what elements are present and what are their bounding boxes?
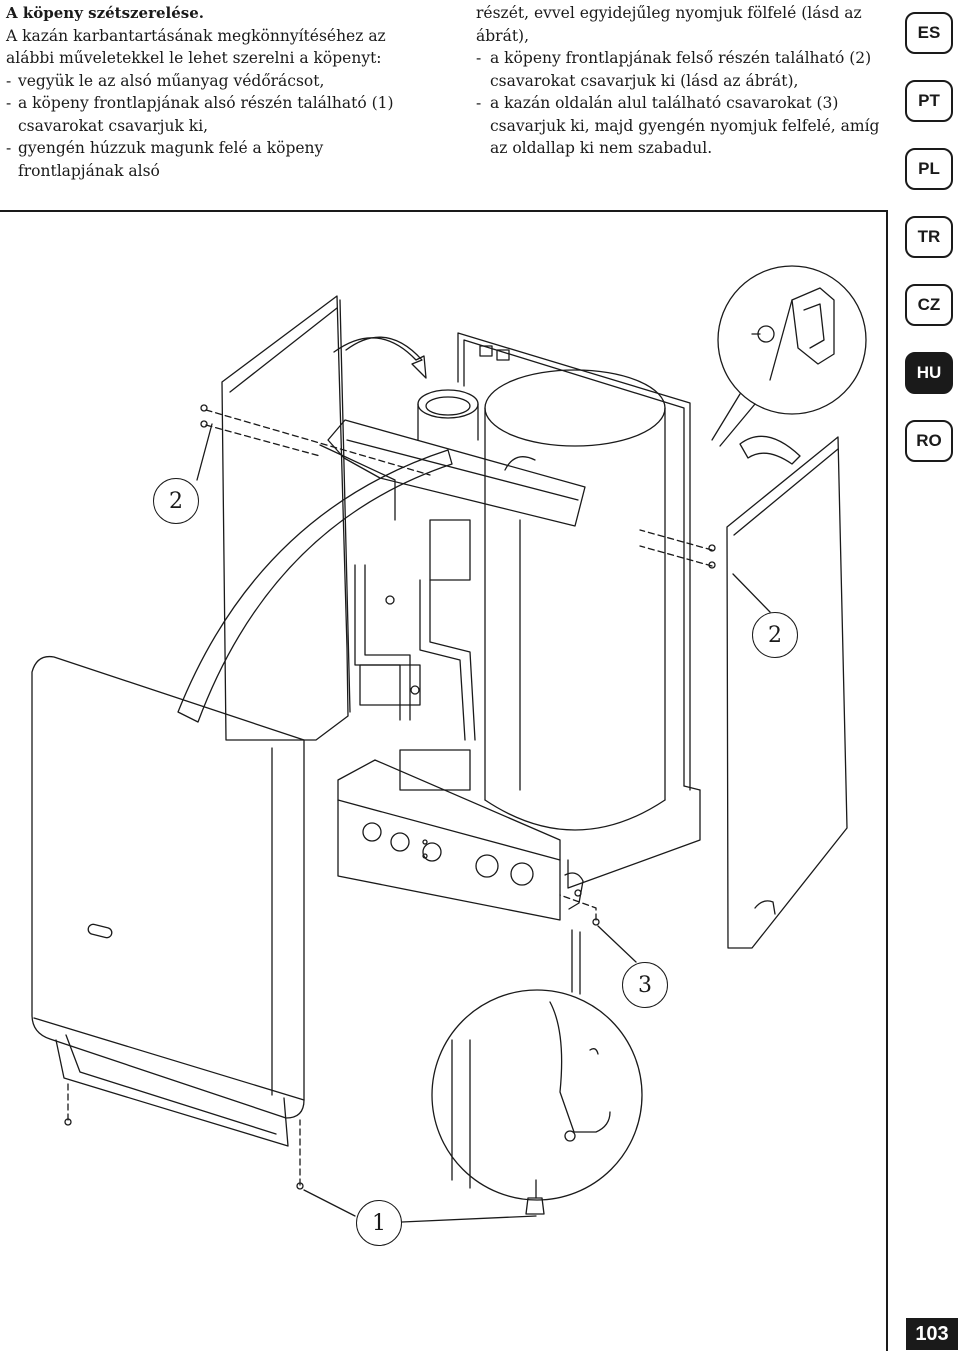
- language-tabs: ES PT PL TR CZ HU RO: [905, 12, 955, 488]
- instruction-text: gyengén húzzuk magunk felé a köpeny fron…: [18, 139, 324, 180]
- detail-circle-bottom: [431, 929, 643, 1215]
- callout-2-right: 2: [752, 612, 798, 658]
- language-tab-cz[interactable]: CZ: [905, 284, 953, 326]
- page-number: 103: [906, 1318, 958, 1350]
- removal-arrows: [177, 336, 801, 723]
- detail-circle-top: [711, 265, 867, 447]
- heat-exchanger-cylinder: [484, 369, 666, 831]
- figure-frame: [0, 210, 888, 1351]
- instruction-item: -a köpeny frontlapjának alsó részén talá…: [6, 94, 394, 135]
- language-tab-hu[interactable]: HU: [905, 352, 953, 394]
- callout-3: 3: [622, 962, 668, 1008]
- language-tab-pl[interactable]: PL: [905, 148, 953, 190]
- control-panel: [337, 759, 561, 921]
- instruction-text: a kazán oldalán alul található csavaroka…: [490, 94, 880, 157]
- instruction-text: a köpeny frontlapjának alsó részén talál…: [18, 94, 394, 135]
- language-tab-es[interactable]: ES: [905, 12, 953, 54]
- language-tab-tr[interactable]: TR: [905, 216, 953, 258]
- instruction-item: -a kazán oldalán alul található csavarok…: [476, 94, 880, 157]
- instruction-text: a köpeny frontlapjának felső részén talá…: [490, 49, 872, 90]
- language-tab-pt[interactable]: PT: [905, 80, 953, 122]
- screws: [64, 404, 716, 1190]
- callout-2-left: 2: [153, 478, 199, 524]
- leader-lines: [196, 423, 771, 1223]
- instruction-item: -vegyük le az alsó műanyag védőrácsot,: [6, 71, 325, 90]
- continuation-paragraph: részét, evvel egyidejűleg nyomjuk fölfel…: [476, 4, 862, 45]
- front-cover: [31, 655, 305, 1147]
- text-column-right: részét, evvel egyidejűleg nyomjuk fölfel…: [476, 2, 900, 160]
- text-column-left: A köpeny szétszerelése. A kazán karbanta…: [6, 2, 422, 182]
- language-tab-ro[interactable]: RO: [905, 420, 953, 462]
- instruction-item: -a köpeny frontlapjának felső részén tal…: [476, 49, 872, 90]
- flue-outlet: [417, 389, 479, 441]
- instruction-item: -gyengén húzzuk magunk felé a köpeny fro…: [6, 139, 324, 180]
- intro-paragraph: A kazán karbantartásának megkönnyítéséhe…: [6, 26, 386, 68]
- instruction-text: vegyük le az alsó műanyag védőrácsot,: [18, 71, 325, 90]
- upper-guard: [319, 419, 586, 527]
- callout-1: 1: [356, 1200, 402, 1246]
- right-side-panel: [726, 436, 848, 949]
- left-side-panel: [221, 295, 351, 741]
- section-title: A köpeny szétszerelése.: [6, 4, 204, 22]
- internal-piping: [354, 519, 476, 791]
- bottom-bracket: [564, 872, 584, 910]
